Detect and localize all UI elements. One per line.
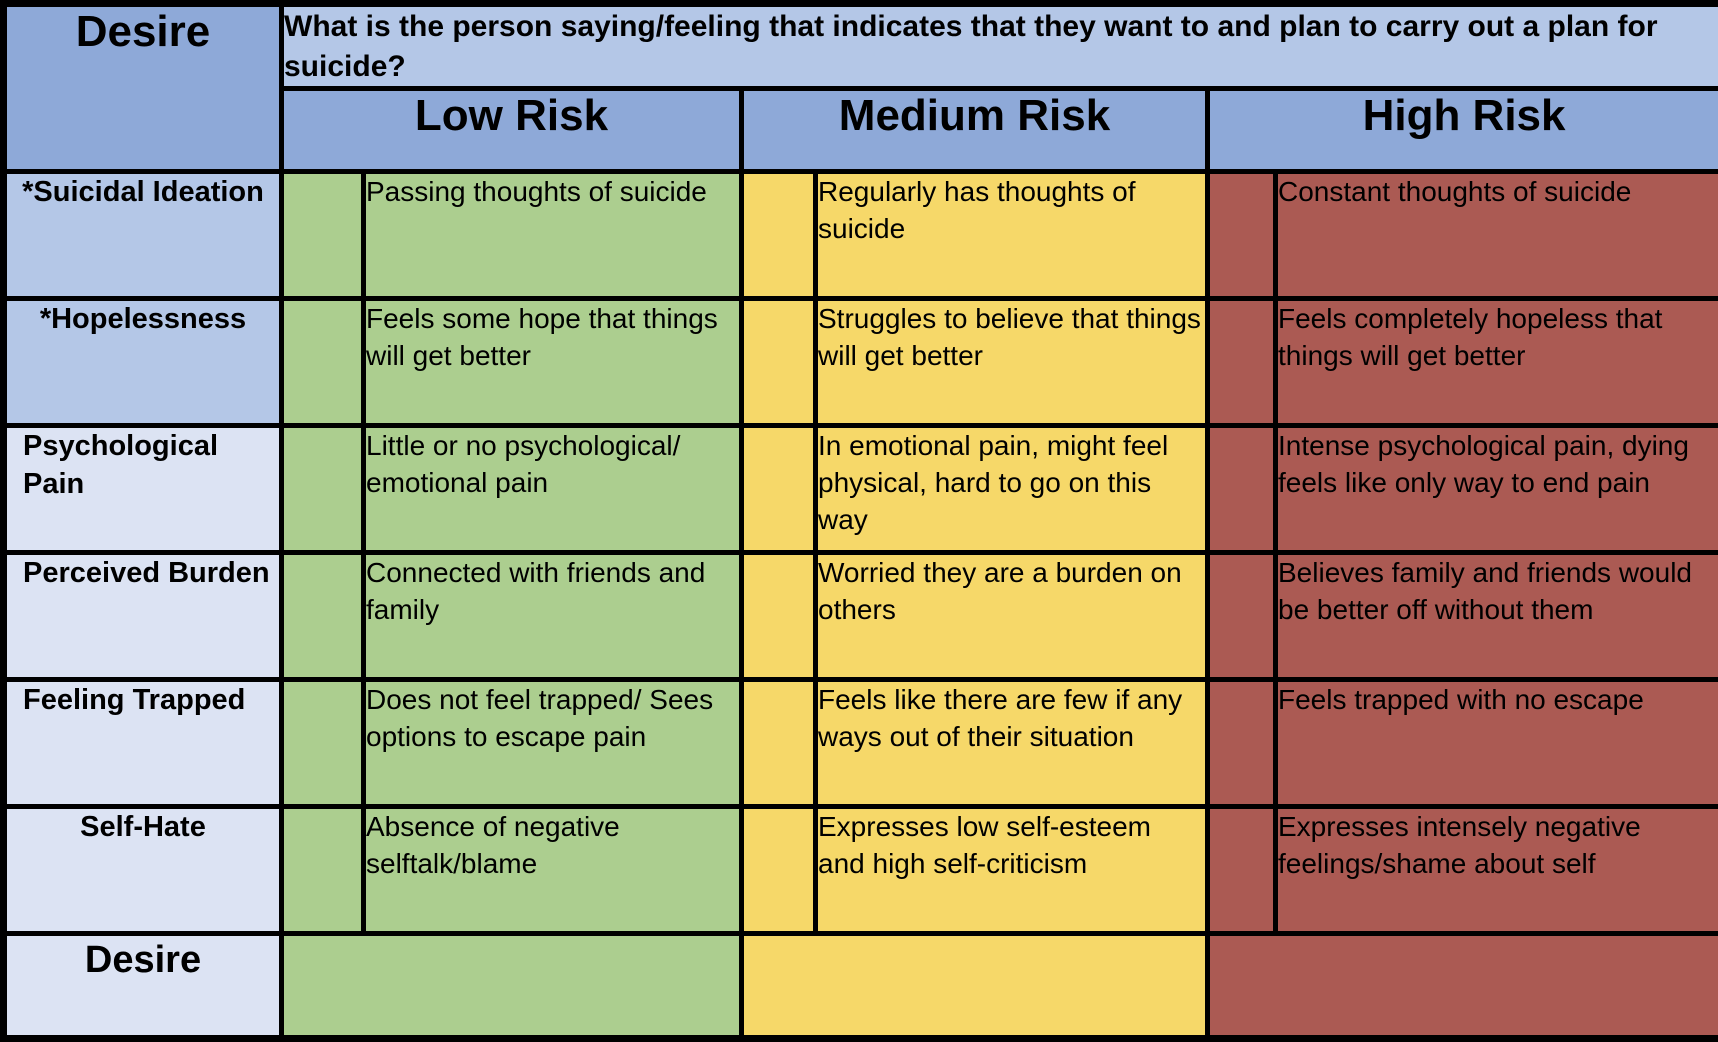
low-risk-cell: Little or no psychological/ emotional pa… [361, 423, 744, 556]
medium-risk-swatch [739, 677, 818, 810]
table-row-perceived-burden: Perceived Burden Connected with friends … [1, 550, 1718, 683]
footer-label-desire: Desire [1, 931, 284, 1041]
footer-medium-risk-band [739, 931, 1210, 1041]
high-risk-swatch [1205, 296, 1278, 429]
high-risk-swatch [1205, 550, 1278, 683]
row-label-feeling-trapped: Feeling Trapped [1, 677, 284, 810]
screening-question: What is the person saying/feeling that i… [278, 0, 1718, 92]
medium-risk-cell: Struggles to believe that things will ge… [813, 296, 1210, 429]
low-risk-swatch [279, 423, 366, 556]
column-header-high-risk: High Risk [1204, 86, 1718, 175]
footer-high-risk-band [1204, 931, 1718, 1041]
medium-risk-swatch [739, 550, 818, 683]
low-risk-swatch [279, 169, 366, 302]
low-risk-cell: Absence of negative selftalk/blame [361, 804, 744, 937]
table-row-hopelessness: *Hopelessness Feels some hope that thing… [1, 296, 1718, 429]
question-row: Desire What is the person saying/feeling… [1, 0, 1718, 175]
risk-header-row: Low Risk Medium Risk High Risk [4, 86, 1718, 175]
table-row-feeling-trapped: Feeling Trapped Does not feel trapped/ S… [1, 677, 1718, 810]
table-row-self-hate: Self-Hate Absence of negative selftalk/b… [1, 804, 1718, 937]
medium-risk-cell: Expresses low self-esteem and high self-… [813, 804, 1210, 937]
row-label-suicidal-ideation: *Suicidal Ideation [1, 169, 284, 302]
high-risk-cell: Believes family and friends would be bet… [1272, 550, 1718, 683]
low-risk-cell: Feels some hope that things will get bet… [361, 296, 744, 429]
table-row-psychological-pain: Psychological Pain Little or no psycholo… [1, 423, 1718, 556]
table-row-suicidal-ideation: *Suicidal Ideation Passing thoughts of s… [1, 169, 1718, 302]
high-risk-swatch [1205, 423, 1278, 556]
low-risk-cell: Does not feel trapped/ Sees options to e… [361, 677, 744, 810]
medium-risk-cell: Feels like there are few if any ways out… [813, 677, 1210, 810]
medium-risk-swatch [739, 804, 818, 937]
high-risk-cell: Feels trapped with no escape [1272, 677, 1718, 810]
column-header-low-risk: Low Risk [279, 86, 744, 175]
low-risk-swatch [279, 296, 366, 429]
high-risk-swatch [1205, 169, 1278, 302]
corner-title: Desire [1, 0, 284, 175]
medium-risk-swatch [739, 423, 818, 556]
footer-row-desire: Desire [1, 931, 1718, 1041]
medium-risk-swatch [739, 296, 818, 429]
medium-risk-cell: Regularly has thoughts of suicide [813, 169, 1210, 302]
low-risk-swatch [279, 677, 366, 810]
high-risk-swatch [1205, 677, 1278, 810]
medium-risk-cell: In emotional pain, might feel physical, … [813, 423, 1210, 556]
high-risk-cell: Expresses intensely negative feelings/sh… [1272, 804, 1718, 937]
high-risk-cell: Constant thoughts of suicide [1272, 169, 1718, 302]
row-label-hopelessness: *Hopelessness [1, 296, 284, 429]
high-risk-swatch [1205, 804, 1278, 937]
medium-risk-cell: Worried they are a burden on others [813, 550, 1210, 683]
low-risk-cell: Passing thoughts of suicide [361, 169, 744, 302]
column-header-medium-risk: Medium Risk [739, 86, 1210, 175]
row-label-perceived-burden: Perceived Burden [1, 550, 284, 683]
low-risk-swatch [279, 804, 366, 937]
footer-low-risk-band [279, 931, 744, 1041]
high-risk-cell: Intense psychological pain, dying feels … [1272, 423, 1718, 556]
medium-risk-swatch [739, 169, 818, 302]
low-risk-swatch [279, 550, 366, 683]
low-risk-cell: Connected with friends and family [361, 550, 744, 683]
row-label-self-hate: Self-Hate [1, 804, 284, 937]
row-label-psychological-pain: Psychological Pain [1, 423, 284, 556]
high-risk-cell: Feels completely hopeless that things wi… [1272, 296, 1718, 429]
